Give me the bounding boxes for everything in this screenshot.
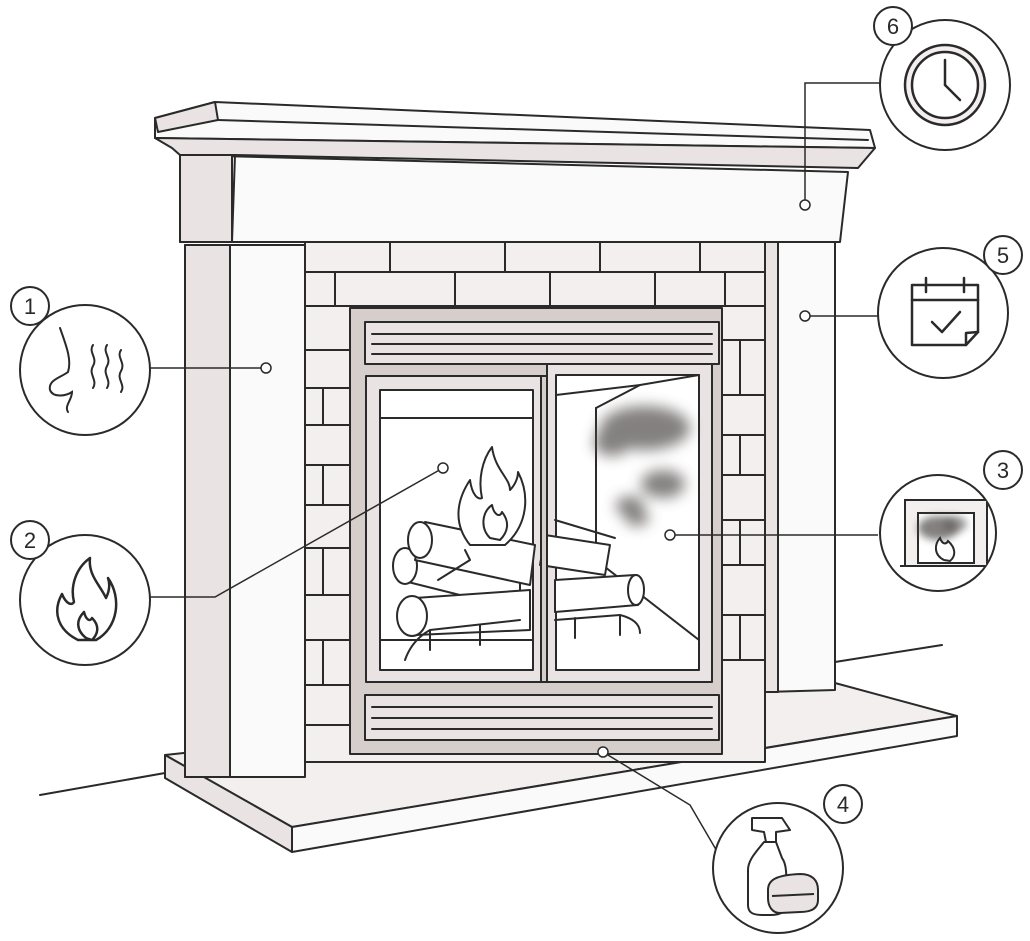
fireplace-flames — [457, 446, 527, 546]
mantel — [154, 101, 876, 243]
left-pilaster — [184, 244, 306, 778]
callout-4: 4 — [712, 784, 863, 934]
flame-icon — [56, 556, 118, 642]
callout-6: 6 — [873, 6, 1011, 151]
nose-smell-icon — [48, 327, 124, 413]
callout-3: 3 — [879, 450, 1023, 592]
callout-number: 4 — [837, 792, 849, 817]
callout-number: 1 — [24, 294, 36, 319]
smoke-stain — [594, 406, 690, 526]
floor-line-left — [39, 772, 166, 796]
callout-number: 6 — [887, 14, 899, 39]
callout-number: 3 — [997, 458, 1009, 483]
fire-logs — [392, 519, 645, 661]
smoky-fireplace-icon — [900, 499, 992, 567]
callout-number: 2 — [24, 528, 36, 553]
callout-number: 5 — [997, 243, 1009, 268]
spray-bottle-sponge-icon — [747, 817, 819, 916]
right-pilaster — [764, 241, 836, 693]
callout-5: 5 — [877, 235, 1023, 379]
callout-2: 2 — [10, 520, 151, 666]
leader-dots — [260, 199, 811, 758]
clock-icon — [903, 43, 987, 127]
callout-1: 1 — [10, 286, 151, 436]
floor-line-right — [834, 644, 943, 663]
calendar-check-icon — [910, 276, 980, 347]
leader-lines — [150, 82, 880, 854]
